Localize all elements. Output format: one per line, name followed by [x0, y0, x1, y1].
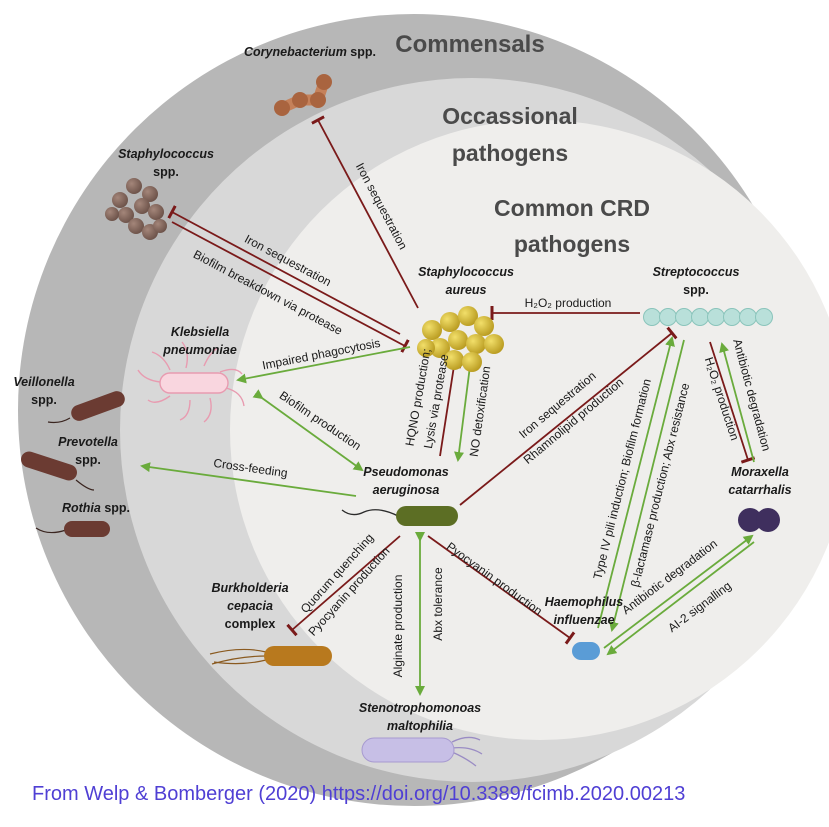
- edge-abx-degr-haem: [603, 534, 754, 649]
- stenotrophomonas-icon: [361, 736, 483, 767]
- label-steno-1: Stenotrophomonoas: [359, 701, 481, 715]
- label-strep-2: spp.: [683, 283, 709, 297]
- label-veillonella-2: spp.: [31, 393, 57, 407]
- moraxella-icon: [738, 508, 780, 532]
- klebsiella-icon: [137, 341, 245, 423]
- edge-cross-feeding: [140, 462, 357, 497]
- label-haemophilus-1: Haemophilus: [545, 595, 624, 609]
- label-staph-aureus-1: Staphylococcus: [418, 265, 514, 279]
- label-staphylococcus-2: spp.: [153, 165, 179, 179]
- zone-title-commensals: Commensals: [395, 31, 544, 58]
- label-veillonella-1: Veillonella: [13, 375, 74, 389]
- label-pseudomonas-1: Pseudomonas: [363, 465, 448, 479]
- label-rothia: Rothia spp.: [62, 501, 130, 515]
- label-prevotella-2: spp.: [75, 453, 101, 467]
- label-steno-2: maltophilia: [387, 719, 453, 733]
- label-corynebacterium: Corynebacterium spp.: [244, 45, 376, 59]
- label-staph-aureus-2: aureus: [446, 283, 487, 297]
- label-burkholderia-1: Burkholderia: [211, 581, 288, 595]
- label-moraxella-2: catarrhalis: [728, 483, 791, 497]
- prevotella-icon: [21, 451, 95, 491]
- citation-text: From Welp & Bomberger (2020) https://doi…: [32, 783, 686, 805]
- zone-title-occasional-line1: Occassional: [442, 103, 578, 129]
- label-moraxella-1: Moraxella: [731, 465, 789, 479]
- haemophilus-icon: [572, 642, 600, 660]
- label-staphylococcus-1: Staphylococcus: [118, 147, 214, 161]
- burkholderia-icon: [209, 646, 332, 666]
- label-burkholderia-2: cepacia: [227, 599, 273, 613]
- edge-type4: [597, 336, 675, 629]
- edge-biofilm-prod: [252, 389, 364, 472]
- label-burkholderia-3: complex: [225, 617, 276, 631]
- edge-no-detox: [454, 365, 471, 462]
- edge-iron-coryne: [311, 115, 419, 309]
- streptococcus-icon: [643, 308, 773, 326]
- edge-biofilm-breakdown: [171, 221, 410, 353]
- label-pseudomonas-2: aeruginosa: [373, 483, 440, 497]
- label-klebsiella-1: Klebsiella: [171, 325, 229, 339]
- edge-impaired-phago: [236, 346, 411, 384]
- edge-lysis-sa: [439, 363, 462, 457]
- edge-blactamase: [609, 339, 685, 632]
- label-strep-1: Streptococcus: [653, 265, 740, 279]
- edge-quorum-burk: [286, 535, 401, 637]
- edge-iron-staph: [167, 205, 401, 335]
- edge-abx-degr-mora: [719, 342, 755, 463]
- label-abx-tol: Abx tolerance: [431, 567, 445, 641]
- label-klebsiella-2: pneumoniae: [162, 343, 237, 357]
- edge-iron-rhamno: [459, 326, 678, 506]
- zone-title-occasional-line2: pathogens: [452, 140, 568, 166]
- corynebacterium-icon: [274, 74, 332, 116]
- staph-aureus-icon: [417, 306, 504, 372]
- edge-pyo-haem: [427, 535, 576, 645]
- pseudomonas-icon: [341, 506, 458, 526]
- crd-zone: [230, 120, 829, 740]
- veillonella-icon: [47, 391, 125, 424]
- zone-title-crd-line1: Common CRD: [494, 195, 650, 221]
- label-prevotella-1: Prevotella: [58, 435, 118, 449]
- zone-title-crd-line2: pathogens: [514, 231, 630, 257]
- edge-ai2: [606, 541, 755, 656]
- label-haemophilus-2: influenzae: [553, 613, 614, 627]
- rothia-icon: [35, 521, 110, 537]
- label-alginate: Alginate production: [391, 575, 405, 678]
- edge-h2o2-mora: [709, 341, 756, 464]
- label-h2o2-sa: H₂O₂ production: [525, 296, 612, 310]
- staphylococcus-spp-icon: [105, 178, 167, 240]
